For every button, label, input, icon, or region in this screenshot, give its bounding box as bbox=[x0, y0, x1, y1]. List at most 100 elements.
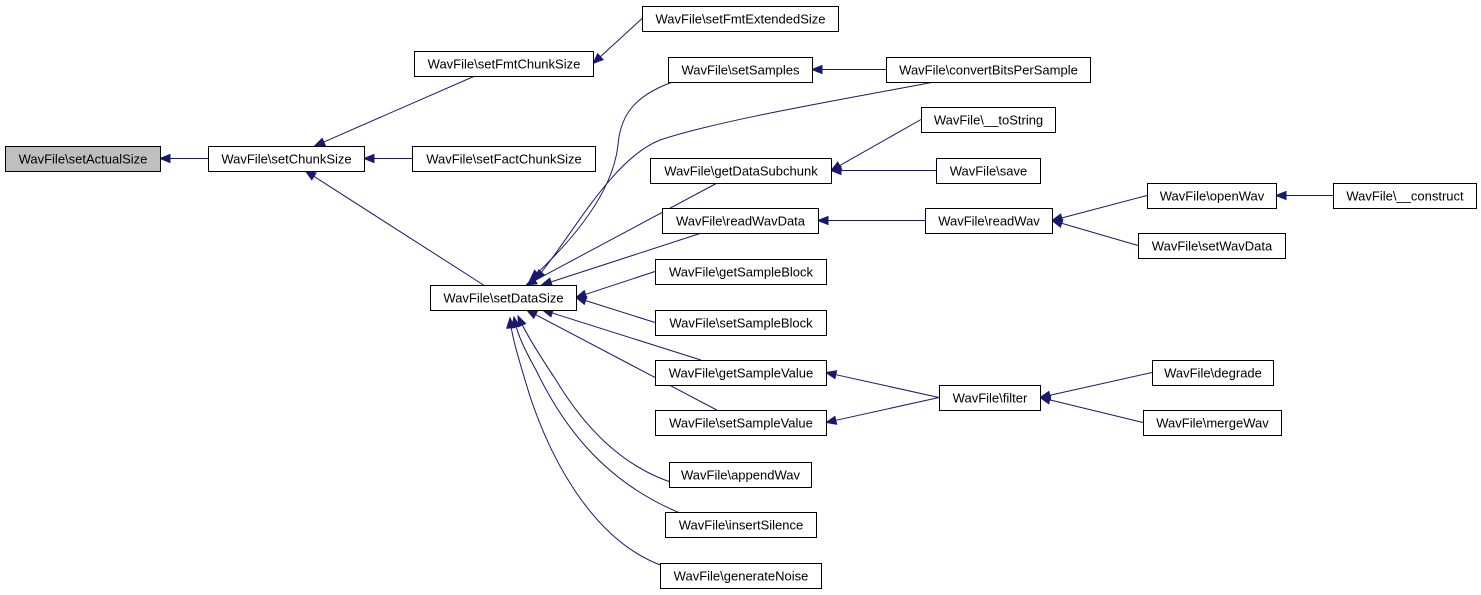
node-box bbox=[1147, 183, 1277, 209]
node-box bbox=[660, 563, 822, 589]
node-label: WavFile\getDataSubchunk bbox=[664, 164, 818, 179]
node-readWavData[interactable]: WavFile\readWavData bbox=[662, 208, 819, 234]
node-readWav[interactable]: WavFile\readWav bbox=[925, 208, 1053, 234]
edge-filter-to-setSampleValue bbox=[834, 397, 940, 422]
node-getDataSubchunk[interactable]: WavFile\getDataSubchunk bbox=[650, 158, 832, 184]
edge-generateNoise-to-setDataSize bbox=[509, 317, 664, 567]
node-box bbox=[925, 208, 1053, 234]
node-box bbox=[1138, 233, 1286, 259]
node-label: WavFile\openWav bbox=[1160, 189, 1265, 204]
edge-setSampleBlock-to-setDataSize bbox=[584, 299, 656, 323]
edge-generateNoise-to-setDataSize-arrowhead bbox=[506, 316, 516, 329]
node-box bbox=[5, 146, 161, 172]
node-label: WavFile\getSampleBlock bbox=[669, 265, 814, 280]
edge-getDataSubchunk-to-setDataSize bbox=[534, 182, 718, 282]
node-box bbox=[655, 410, 827, 436]
node-label: WavFile\insertSilence bbox=[679, 518, 804, 533]
edge-filter-to-setSampleValue-arrowhead bbox=[824, 415, 838, 425]
node-setSampleBlock[interactable]: WavFile\setSampleBlock bbox=[655, 310, 827, 336]
node-degrade[interactable]: WavFile\degrade bbox=[1152, 360, 1274, 386]
node-box bbox=[650, 158, 832, 184]
node-box bbox=[655, 360, 827, 386]
node-box bbox=[655, 259, 827, 285]
node-setWavData[interactable]: WavFile\setWavData bbox=[1138, 233, 1286, 259]
node-insertSilence[interactable]: WavFile\insertSilence bbox=[665, 512, 817, 538]
node-box bbox=[665, 512, 817, 538]
edge-setFmtExtendedSize-to-setFmtChunkSize-arrowhead bbox=[592, 52, 604, 65]
edge-getSampleBlock-to-setDataSize bbox=[584, 271, 656, 296]
node-label: WavFile\setFmtExtendedSize bbox=[655, 12, 825, 27]
node-box bbox=[1143, 410, 1282, 436]
edge-insertSilence-to-setDataSize bbox=[513, 316, 681, 514]
edge-readWav-to-readWavData-arrowhead bbox=[816, 215, 829, 226]
node-box bbox=[936, 158, 1041, 184]
edge-readWavData-to-setDataSize bbox=[549, 232, 702, 283]
node-setActualSize[interactable]: WavFile\setActualSize bbox=[5, 146, 161, 172]
node-setChunkSize[interactable]: WavFile\setChunkSize bbox=[208, 146, 365, 172]
node-generateNoise[interactable]: WavFile\generateNoise bbox=[660, 563, 822, 589]
node-getSampleBlock[interactable]: WavFile\getSampleBlock bbox=[655, 259, 827, 285]
node-label: WavFile\__construct bbox=[1346, 189, 1464, 204]
node-convertBitsPerSample[interactable]: WavFile\convertBitsPerSample bbox=[886, 57, 1091, 83]
edge-convertBitsPerSample-to-setSamples-arrowhead bbox=[810, 64, 823, 75]
node-getSampleValue[interactable]: WavFile\getSampleValue bbox=[655, 360, 827, 386]
edge-getSampleValue-to-setDataSize bbox=[551, 312, 702, 361]
node-save[interactable]: WavFile\save bbox=[936, 158, 1041, 184]
node-label: WavFile\getSampleValue bbox=[669, 366, 814, 381]
node-setFactChunkSize[interactable]: WavFile\setFactChunkSize bbox=[412, 146, 596, 172]
node-box bbox=[1333, 183, 1477, 209]
node-label: WavFile\appendWav bbox=[681, 468, 800, 483]
edge-appendWav-to-setDataSize bbox=[517, 315, 685, 487]
node-label: WavFile\convertBitsPerSample bbox=[899, 63, 1078, 78]
edge-setWavData-to-readWav bbox=[1060, 222, 1139, 246]
node-label: WavFile\setSamples bbox=[682, 63, 800, 78]
edge-setDataSize-to-setChunkSize bbox=[312, 175, 484, 286]
node-box bbox=[642, 6, 839, 32]
node-label: WavFile\readWavData bbox=[676, 214, 806, 229]
node-box bbox=[921, 107, 1056, 133]
node-label: WavFile\setActualSize bbox=[19, 152, 148, 167]
node-label: WavFile\mergeWav bbox=[1156, 416, 1269, 431]
node-box bbox=[669, 462, 812, 488]
node-setFmtExtendedSize[interactable]: WavFile\setFmtExtendedSize bbox=[642, 6, 839, 32]
node-label: WavFile\save bbox=[950, 164, 1028, 179]
node-filter[interactable]: WavFile\filter bbox=[939, 385, 1041, 411]
edge-openWav-to-readWav bbox=[1060, 195, 1148, 219]
node-setFmtChunkSize[interactable]: WavFile\setFmtChunkSize bbox=[414, 51, 594, 77]
node-label: WavFile\setDataSize bbox=[443, 291, 563, 306]
call-nodes: WavFile\setActualSize WavFile\setChunkSiz… bbox=[5, 6, 1477, 589]
node-label: WavFile\degrade bbox=[1164, 366, 1262, 381]
node-setSamples[interactable]: WavFile\setSamples bbox=[668, 57, 813, 83]
node-openWav[interactable]: WavFile\openWav bbox=[1147, 183, 1277, 209]
node-box bbox=[414, 51, 594, 77]
edge-setChunkSize-to-setActualSize-arrowhead bbox=[158, 153, 171, 164]
node-mergeWav[interactable]: WavFile\mergeWav bbox=[1143, 410, 1282, 436]
node-box bbox=[430, 285, 577, 311]
edge-mergeWav-to-filter-arrowhead bbox=[1038, 395, 1052, 405]
node-label: WavFile\setSampleBlock bbox=[669, 316, 813, 331]
edge-setWavData-to-readWav-arrowhead bbox=[1050, 218, 1064, 228]
node-label: WavFile\setWavData bbox=[1152, 239, 1273, 254]
node-appendWav[interactable]: WavFile\appendWav bbox=[669, 462, 812, 488]
edge-readWavData-to-setDataSize-arrowhead bbox=[540, 277, 553, 287]
node-setSampleValue[interactable]: WavFile\setSampleValue bbox=[655, 410, 827, 436]
node-label: WavFile\__toString bbox=[934, 113, 1043, 128]
node-box bbox=[939, 385, 1041, 411]
node-setDataSize[interactable]: WavFile\setDataSize bbox=[430, 285, 577, 311]
edge-convertBitsPerSample-to-setDataSize bbox=[534, 81, 935, 281]
node-label: WavFile\setFmtChunkSize bbox=[428, 57, 581, 72]
edge-setFmtChunkSize-to-setChunkSize-arrowhead bbox=[313, 137, 327, 147]
node-label: WavFile\setChunkSize bbox=[221, 152, 351, 167]
node-label: WavFile\filter bbox=[953, 391, 1028, 406]
edge-convertBitsPerSample-to-setDataSize-arrowhead bbox=[534, 268, 546, 282]
node-label: WavFile\readWav bbox=[938, 214, 1040, 229]
edge-degrade-to-filter bbox=[1048, 372, 1153, 397]
edge-setFactChunkSize-to-setChunkSize-arrowhead bbox=[362, 153, 375, 164]
node-box bbox=[208, 146, 365, 172]
node-construct[interactable]: WavFile\__construct bbox=[1333, 183, 1477, 209]
node-box bbox=[668, 57, 813, 83]
edge-setSampleValue-to-setDataSize-arrowhead bbox=[525, 309, 539, 320]
node-toString[interactable]: WavFile\__toString bbox=[921, 107, 1056, 133]
edge-save-to-getDataSubchunk-arrowhead bbox=[829, 165, 842, 176]
